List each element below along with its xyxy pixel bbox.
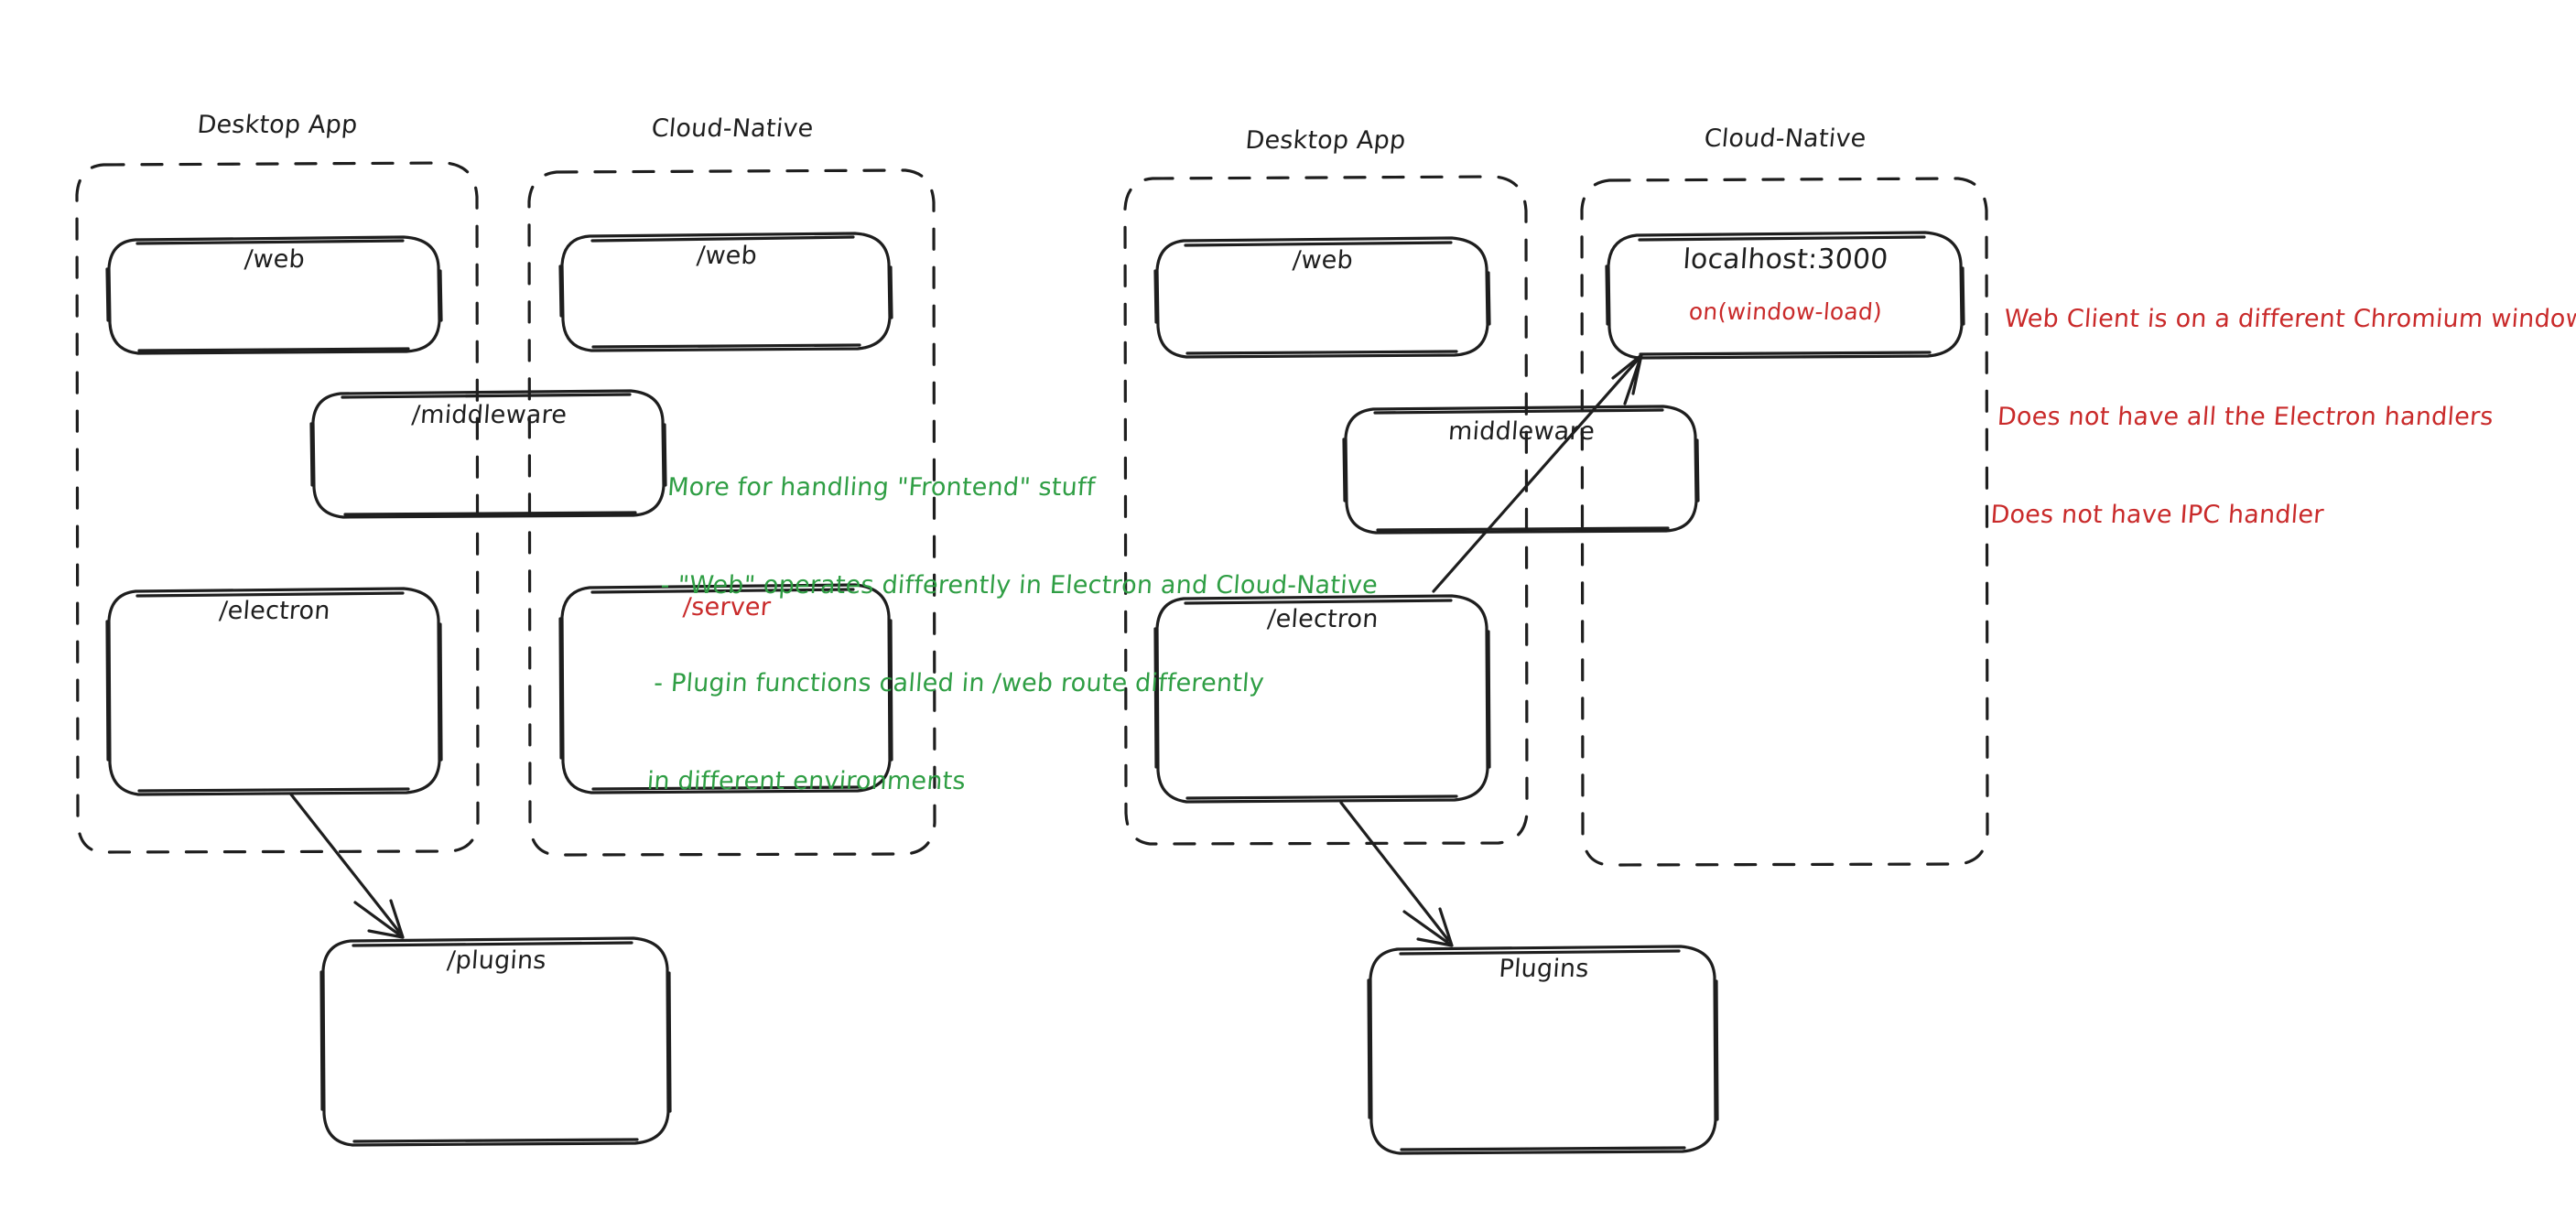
left-desktop-web-node: [105, 235, 443, 355]
left-arrow-electron-to-plugins: [289, 793, 405, 939]
right-desktop-app-title: Desktop App: [1244, 126, 1407, 155]
annotation-line: Does not have IPC handler: [1989, 501, 2325, 529]
right-arrow-electron-to-plugins: [1339, 801, 1454, 947]
right-cloud-native-title: Cloud-Native: [1703, 124, 1867, 153]
right-desktop-web-node: [1153, 236, 1491, 359]
annotation-line: More for handling "Frontend" stuff: [666, 473, 1097, 503]
right-desktop-app-container: [1123, 175, 1529, 846]
left-cloud-native-container: [527, 168, 936, 857]
right-localhost-label: localhost:3000: [1682, 243, 1889, 276]
right-desktop-web-label: /web: [1292, 246, 1354, 275]
left-middleware-label: /middleware: [410, 401, 568, 429]
right-electron-label: /electron: [1266, 605, 1380, 633]
right-plugins-node: [1367, 945, 1719, 1155]
right-arrow-electron-to-localhost: [1432, 353, 1643, 593]
right-middleware-label: middleware: [1446, 417, 1596, 446]
annotation-line: Does not have all the Electron handlers: [1996, 403, 2495, 432]
right-cloud-native-container: [1580, 177, 1989, 867]
right-red-annotation: Web Client is on a different Chromium wi…: [1985, 238, 2576, 597]
right-electron-node: [1153, 594, 1491, 804]
annotation-line: - Plugin functions called in /web route …: [653, 669, 1265, 697]
left-desktop-web-label: /web: [244, 245, 306, 274]
annotation-line: in different environments: [645, 766, 967, 795]
left-plugins-node: [319, 936, 672, 1147]
right-localhost-sublabel: on(window-load): [1688, 298, 1883, 325]
left-cloud-web-label: /web: [696, 242, 758, 270]
left-cloud-native-title: Cloud-Native: [650, 114, 815, 143]
annotation-line: Web Client is on a different Chromium wi…: [2003, 305, 2576, 334]
left-desktop-app-title: Desktop App: [196, 111, 359, 139]
left-electron-label: /electron: [218, 597, 331, 625]
right-plugins-label: Plugins: [1498, 955, 1590, 983]
left-electron-node: [105, 587, 443, 796]
left-server-node: [558, 583, 893, 794]
right-middleware-node: [1342, 405, 1700, 535]
annotation-line: - "Web" operates differently in Electron…: [659, 571, 1379, 600]
left-plugins-label: /plugins: [446, 946, 547, 975]
left-middleware-node: [309, 389, 667, 519]
left-cloud-web-node: [558, 232, 893, 352]
right-cloud-localhost-node: [1605, 231, 1965, 360]
left-desktop-app-container: [75, 161, 480, 854]
